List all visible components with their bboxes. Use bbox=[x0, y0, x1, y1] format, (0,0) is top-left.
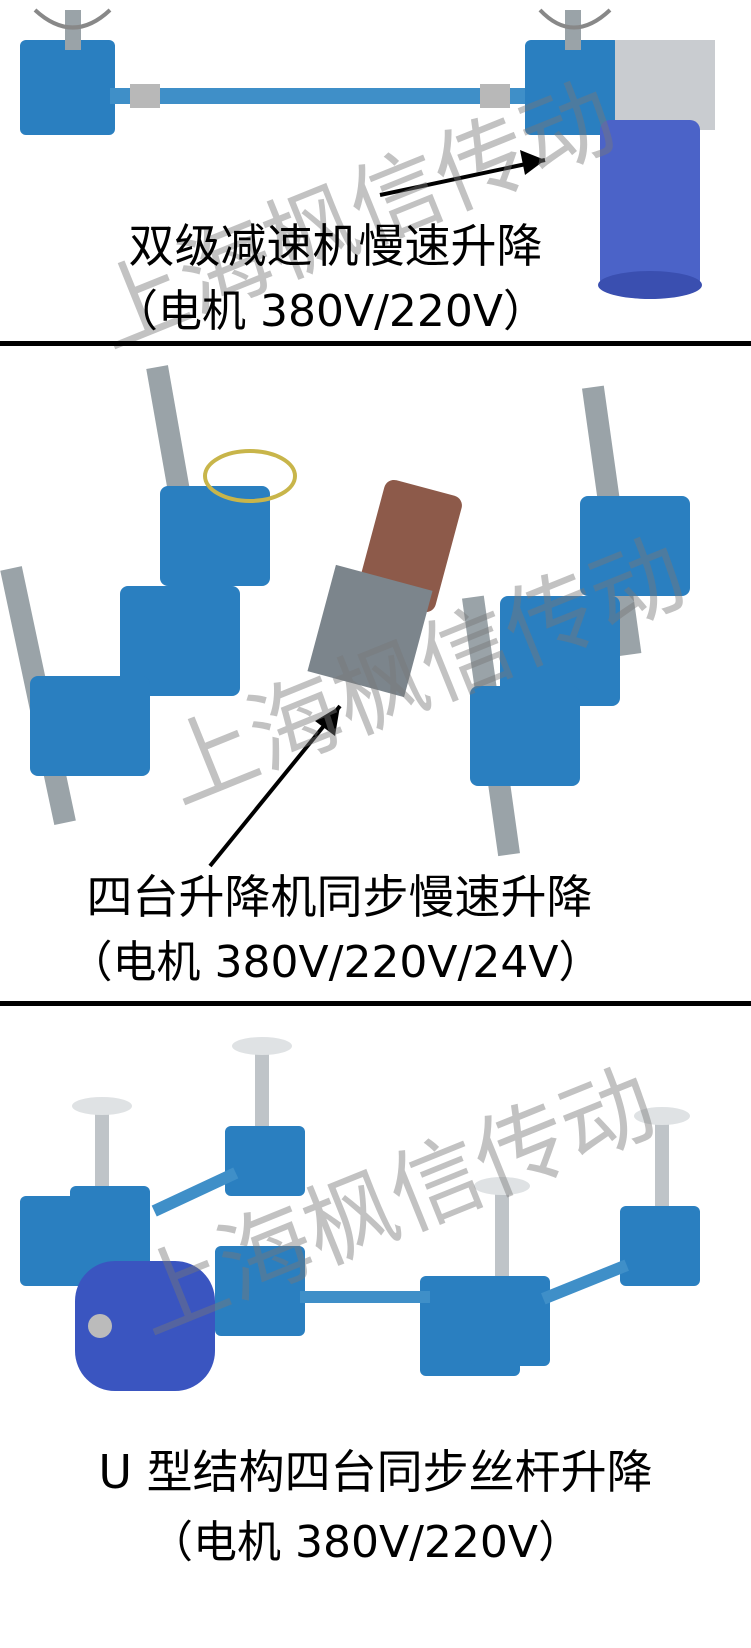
section-title: 四台升降机同步慢速升降 bbox=[86, 870, 593, 924]
section-u-structure: 上海枫信传动 U 型结构四台同步丝杆升降 （电机 380V/220V） bbox=[0, 1006, 751, 1648]
u-structure-illustration bbox=[20, 1037, 700, 1391]
section-divider bbox=[0, 1001, 751, 1006]
motor-spec: （电机 380V/220V/24V） bbox=[68, 937, 603, 988]
section-title: 双级减速机慢速升降 bbox=[128, 219, 543, 273]
section-four-jack-sync: 上海枫信传动 四台升降机同步慢速升降 （电机 380V/220V/24V） bbox=[0, 346, 751, 996]
section-divider bbox=[0, 341, 751, 346]
four-jack-illustration bbox=[0, 365, 690, 868]
section-double-reducer: 上海枫信传动 双级减速机慢速升降 （电机 380V/220V） bbox=[0, 0, 751, 350]
section-title: U 型结构四台同步丝杆升降 bbox=[98, 1445, 653, 1499]
motor-spec: （电机 380V/220V） bbox=[149, 1517, 582, 1568]
double-reducer-illustration bbox=[20, 8, 715, 299]
motor-spec: （电机 380V/220V） bbox=[114, 286, 547, 337]
